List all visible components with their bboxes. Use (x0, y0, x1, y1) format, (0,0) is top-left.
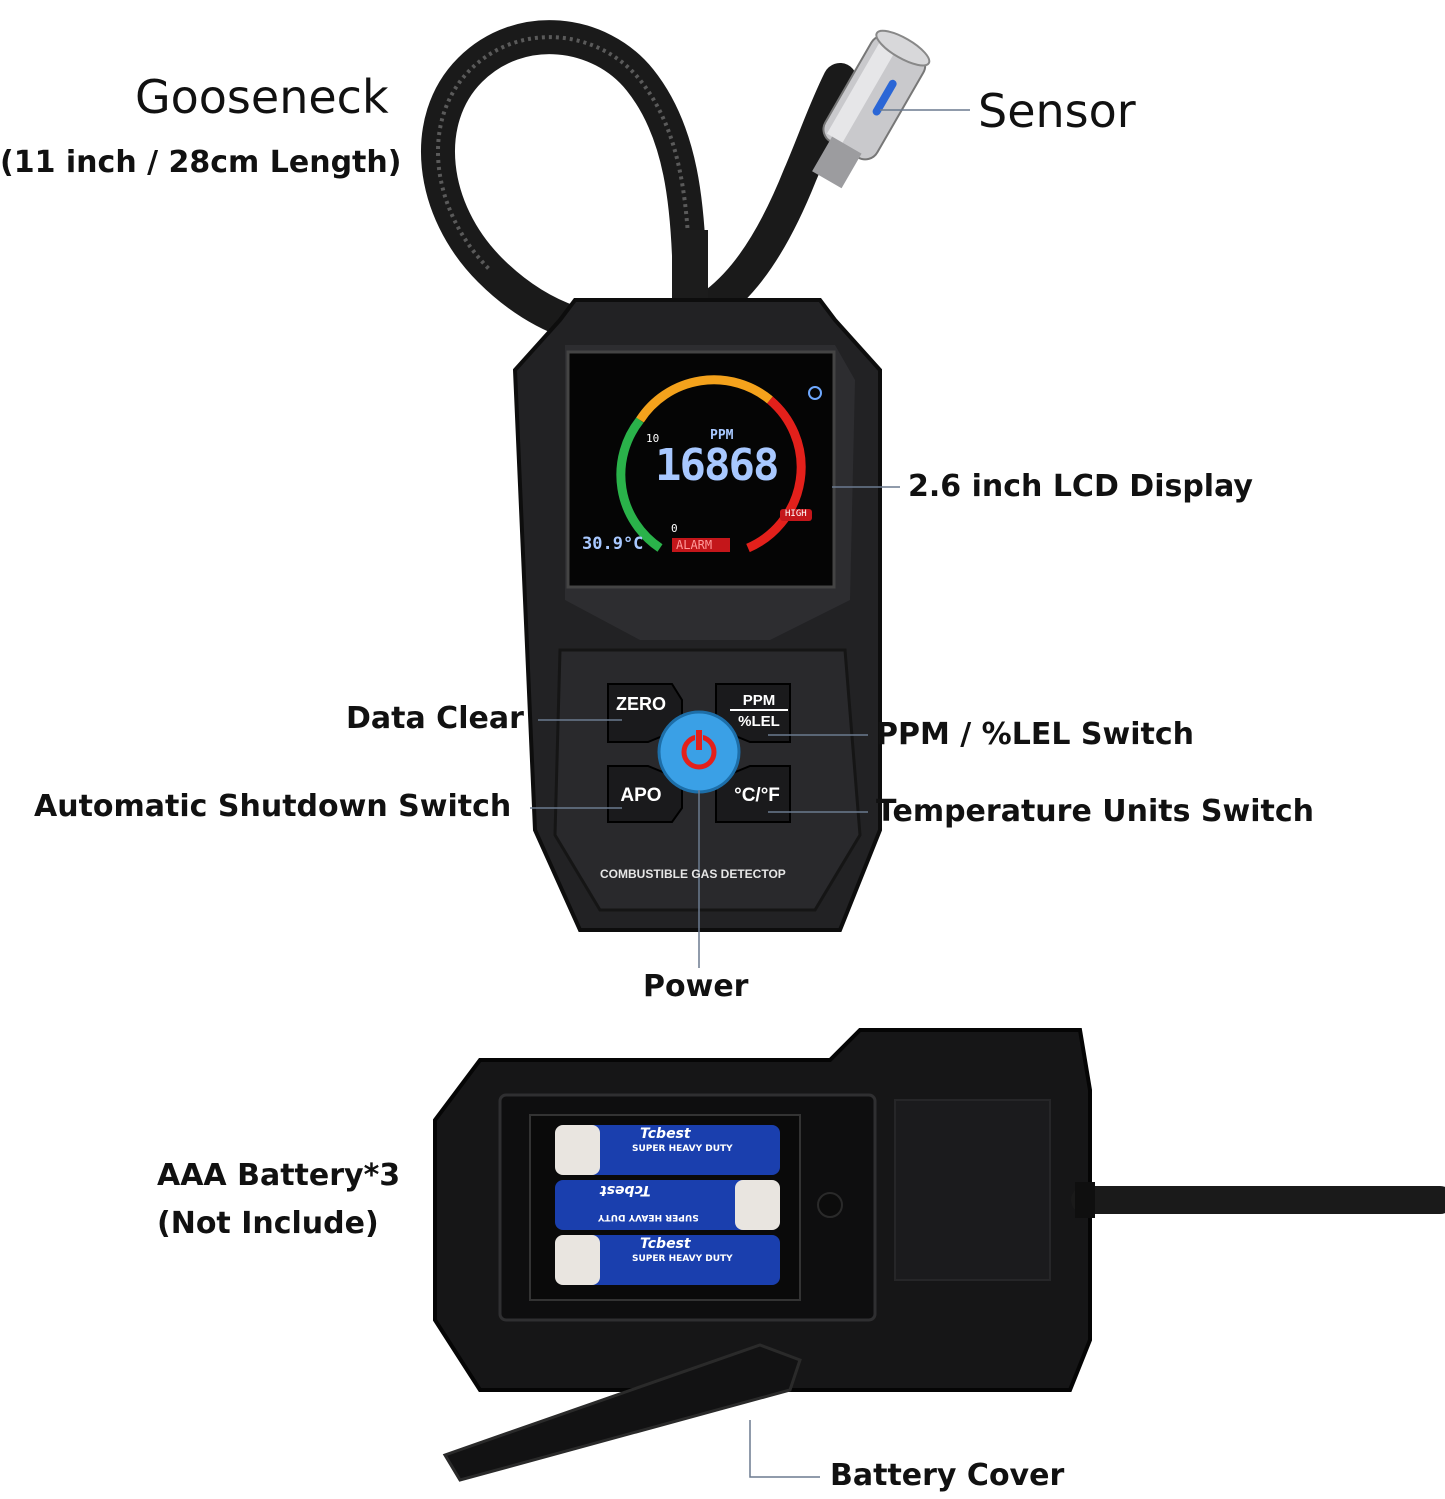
gauge-arc-orange (636, 375, 773, 423)
label-lcd-display: 2.6 inch LCD Display (908, 469, 1253, 504)
label-auto-shutdown: Automatic Shutdown Switch (34, 789, 512, 824)
label-battery-note: (Not Include) (157, 1206, 379, 1241)
label-gooseneck: Gooseneck (135, 70, 389, 124)
battery-cover (442, 1343, 802, 1482)
label-sensor: Sensor (978, 84, 1136, 138)
apo-button[interactable]: APO (620, 785, 662, 806)
battery-3-caption: SUPER HEAVY DUTY (632, 1254, 733, 1264)
alarm-bar (672, 538, 730, 552)
gooseneck-highlight (435, 35, 692, 306)
battery-1-caption: SUPER HEAVY DUTY (632, 1144, 733, 1154)
battery-1-brand: Tcbest (640, 1126, 691, 1142)
label-power: Power (643, 969, 749, 1004)
power-button[interactable] (659, 712, 739, 792)
apo-button-shape (607, 765, 683, 823)
label-data-clear: Data Clear (346, 701, 524, 736)
battery-1 (555, 1125, 780, 1175)
lcd-reading: 16868 (655, 440, 779, 491)
compartment-hole (817, 1192, 843, 1218)
lcd-high: HIGH (785, 509, 807, 519)
gauge-arc-green (616, 417, 663, 552)
leader-battery-cover (749, 1420, 820, 1478)
lcd-temperature: 30.9°C (582, 534, 644, 554)
lcd-scale-high: 10 (646, 432, 660, 445)
lcd-alarm: ALARM (676, 538, 713, 552)
battery-2-brand: Tcbest (600, 1182, 651, 1198)
label-ppm-switch: PPM / %LEL Switch (876, 717, 1194, 752)
ppm-button-top[interactable]: PPM (742, 691, 776, 709)
gooseneck-tube (421, 20, 857, 350)
battery-2 (555, 1180, 780, 1230)
high-badge (780, 509, 812, 521)
battery-2-caption: SUPER HEAVY DUTY (598, 1212, 699, 1222)
sensor-head (812, 29, 931, 189)
gauge-arc-red (746, 396, 806, 553)
label-battery-cover: Battery Cover (830, 1458, 1065, 1493)
side-panel (894, 1099, 1051, 1281)
label-battery: AAA Battery*3 (157, 1158, 401, 1193)
neck-base (672, 230, 708, 310)
lcd-scale-low: 0 (671, 522, 678, 535)
leader-lines (530, 109, 970, 1478)
battery-3-brand: Tcbest (640, 1236, 691, 1252)
ppm-button-bottom[interactable]: %LEL (730, 709, 788, 731)
label-temp-switch: Temperature Units Switch (876, 794, 1314, 829)
label-gooseneck-length: (11 inch / 28cm Length) (0, 145, 402, 180)
temp-unit-button[interactable]: °C/°F (734, 785, 780, 806)
device-body-text: COMBUSTIBLE GAS DETECTOP (600, 867, 786, 881)
battery-3 (555, 1235, 780, 1285)
zero-button[interactable]: ZERO (615, 693, 666, 714)
lcd-power-indicator (808, 386, 822, 400)
lcd-unit: PPM (710, 428, 734, 443)
